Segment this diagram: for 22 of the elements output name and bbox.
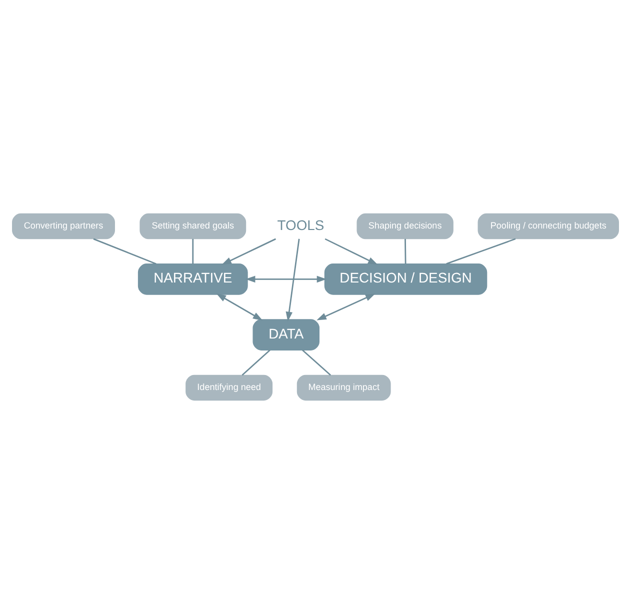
node-box: Setting shared goals: [140, 213, 246, 240]
node-text: TOOLS: [277, 216, 324, 233]
arrow: [216, 294, 263, 320]
connector: [404, 238, 406, 264]
node-box: NARRATIVE: [138, 264, 248, 295]
connector: [302, 350, 331, 376]
node-box: Measuring impact: [296, 374, 391, 401]
connector: [192, 238, 194, 264]
arrow: [324, 238, 378, 265]
connector: [93, 238, 156, 264]
node-box: Identifying need: [186, 374, 273, 401]
node-box: DATA: [252, 319, 320, 350]
connector: [446, 238, 516, 264]
node-box: Pooling / connecting budgets: [478, 213, 619, 240]
arrow: [286, 238, 300, 322]
connector: [242, 350, 270, 376]
node-box: DECISION / DESIGN: [324, 264, 488, 295]
node-box: Converting partners: [12, 213, 115, 240]
node-box: Shaping decisions: [356, 213, 454, 240]
arrow: [245, 276, 327, 283]
arrow: [316, 294, 376, 320]
arrow: [222, 238, 276, 265]
